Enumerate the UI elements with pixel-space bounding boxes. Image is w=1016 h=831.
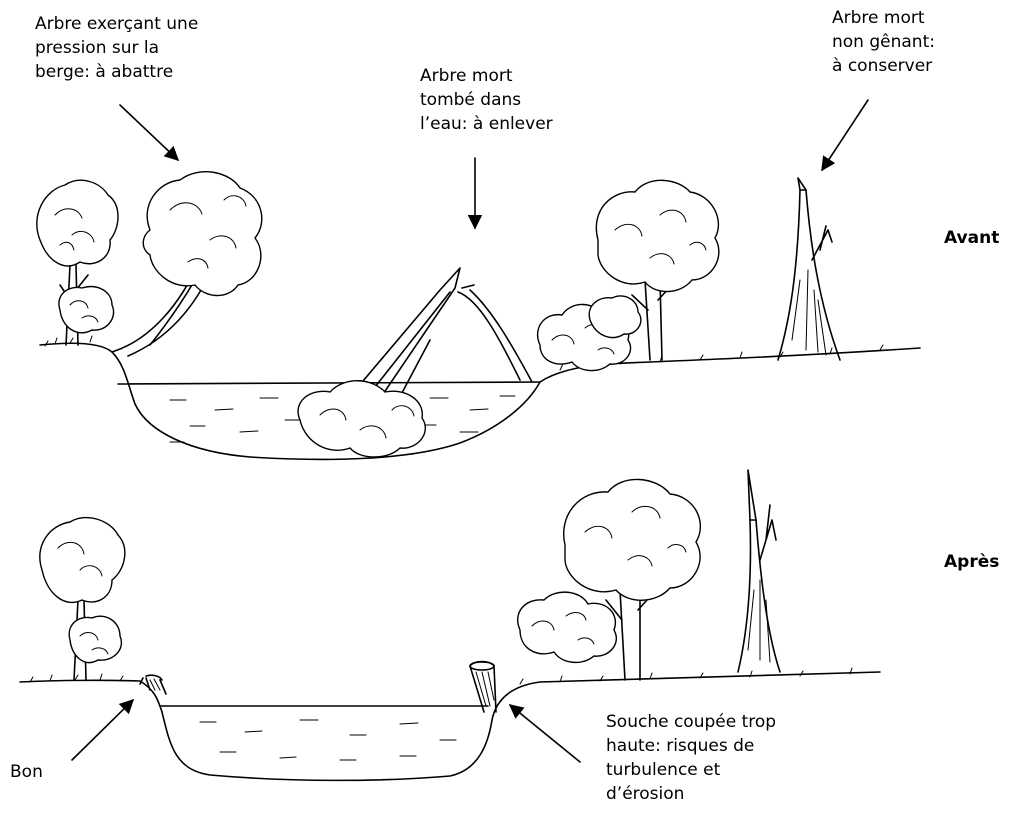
arrow-leaning-tree <box>120 105 178 160</box>
after-left-tree <box>40 518 125 680</box>
label-high-stump-line: turbulence et <box>606 758 776 782</box>
label-leaning-tree-line: pression sur la <box>35 36 198 60</box>
label-fallen-tree-line: l’eau: à enlever <box>420 112 553 136</box>
before-grass <box>45 336 883 370</box>
label-dead-tree-line: Arbre mort <box>832 6 935 30</box>
label-leaning-tree: Arbre exerçant une pression sur la berge… <box>35 12 198 84</box>
label-dead-tree-line: non gênant: <box>832 30 935 54</box>
label-leaning-tree-line: berge: à abattre <box>35 60 198 84</box>
before-scene <box>37 172 920 460</box>
panel-label-after: Après <box>944 552 999 572</box>
before-dead-tree <box>778 178 840 360</box>
label-fallen-tree: Arbre mort tombé dans l’eau: à enlever <box>420 64 553 136</box>
label-high-stump-line: haute: risques de <box>606 734 776 758</box>
arrow-good-cut <box>72 700 133 760</box>
label-dead-tree-line: à conserver <box>832 54 935 78</box>
label-high-stump-line: d’érosion <box>606 782 776 806</box>
label-fallen-tree-line: tombé dans <box>420 88 553 112</box>
before-right-trees <box>538 180 719 370</box>
before-left-tree <box>37 180 118 345</box>
label-good-cut: Bon <box>10 760 43 784</box>
label-high-stump-line: Souche coupée trop <box>606 710 776 734</box>
arrow-dead-tree <box>822 100 868 170</box>
after-right-trees <box>518 479 701 680</box>
panel-label-before: Avant <box>944 228 999 248</box>
after-water-ripples <box>200 720 456 760</box>
before-fallen-tree <box>298 268 532 457</box>
after-dead-tree <box>738 470 780 672</box>
before-leaning-tree <box>112 172 262 356</box>
after-high-stump <box>470 662 496 713</box>
label-dead-tree: Arbre mort non gênant: à conserver <box>832 6 935 78</box>
label-high-stump: Souche coupée trop haute: risques de tur… <box>606 710 776 806</box>
arrow-high-stump <box>510 705 580 762</box>
label-fallen-tree-line: Arbre mort <box>420 64 553 88</box>
label-leaning-tree-line: Arbre exerçant une <box>35 12 198 36</box>
